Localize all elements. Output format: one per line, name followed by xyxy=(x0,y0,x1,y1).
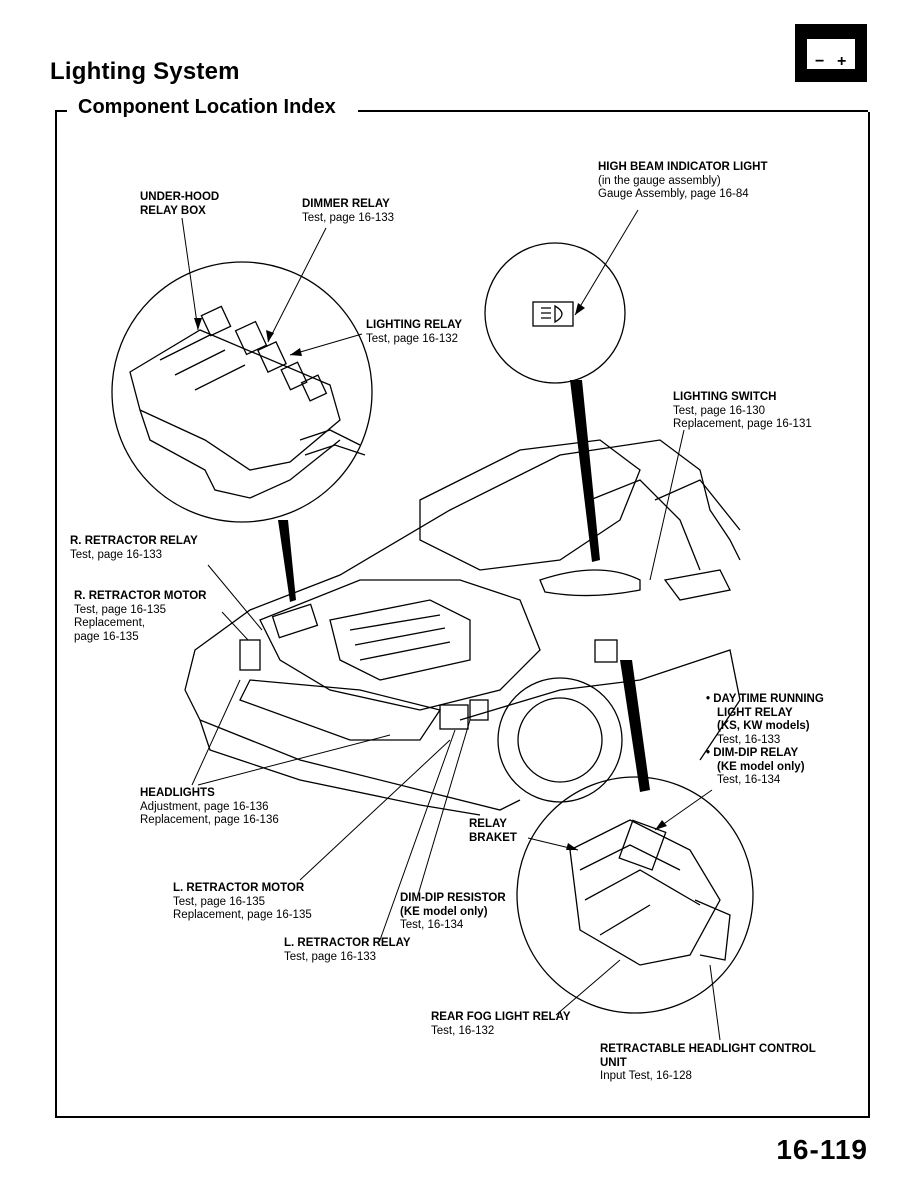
r-retractor-motor-label: R. RETRACTOR MOTOR Test, page 16-135 Rep… xyxy=(74,590,207,643)
battery-minus-symbol: − xyxy=(815,53,825,70)
l-retractor-motor-label: L. RETRACTOR MOTOR Test, page 16-135 Rep… xyxy=(173,882,312,921)
day-time-running-light-relay-label: • DAY TIME RUNNING LIGHT RELAY (KS, KW m… xyxy=(706,693,824,786)
frame-top-left xyxy=(55,110,67,112)
section-title: Component Location Index xyxy=(78,96,336,118)
high-beam-icon xyxy=(532,301,574,327)
rear-fog-light-relay-label: REAR FOG LIGHT RELAY Test, 16-132 xyxy=(431,1011,571,1037)
lighting-switch-label: LIGHTING SWITCH Test, page 16-130 Replac… xyxy=(673,391,812,430)
retractable-headlight-control-unit-label: RETRACTABLE HEADLIGHT CONTROL UNIT Input… xyxy=(600,1043,816,1082)
page-title: Lighting System xyxy=(50,58,240,85)
battery-icon: − + xyxy=(795,24,867,82)
relay-bracket-detail-circle xyxy=(516,776,754,1014)
headlights-label: HEADLIGHTS Adjustment, page 16-136 Repla… xyxy=(140,787,279,826)
battery-plus-symbol: + xyxy=(837,53,847,70)
page-number: 16-119 xyxy=(776,1134,868,1165)
frame-top-right xyxy=(358,110,868,112)
relay-box-detail-circle xyxy=(111,261,373,523)
r-retractor-relay-label: R. RETRACTOR RELAY Test, page 16-133 xyxy=(70,535,198,561)
l-retractor-relay-label: L. RETRACTOR RELAY Test, page 16-133 xyxy=(284,937,411,963)
lighting-relay-label: LIGHTING RELAY Test, page 16-132 xyxy=(366,319,463,345)
diagram-frame xyxy=(55,112,870,1118)
dimmer-relay-label: DIMMER RELAY Test, page 16-133 xyxy=(302,198,395,224)
dim-dip-resistor-label: DIM-DIP RESISTOR (KE model only) Test, 1… xyxy=(400,892,506,931)
relay-braket-label: RELAY BRAKET xyxy=(469,818,517,844)
under-hood-relay-box-label: UNDER-HOOD RELAY BOX xyxy=(140,191,220,217)
gauge-detail-circle xyxy=(484,242,626,384)
high-beam-indicator-label: HIGH BEAM INDICATOR LIGHT (in the gauge … xyxy=(598,161,768,200)
